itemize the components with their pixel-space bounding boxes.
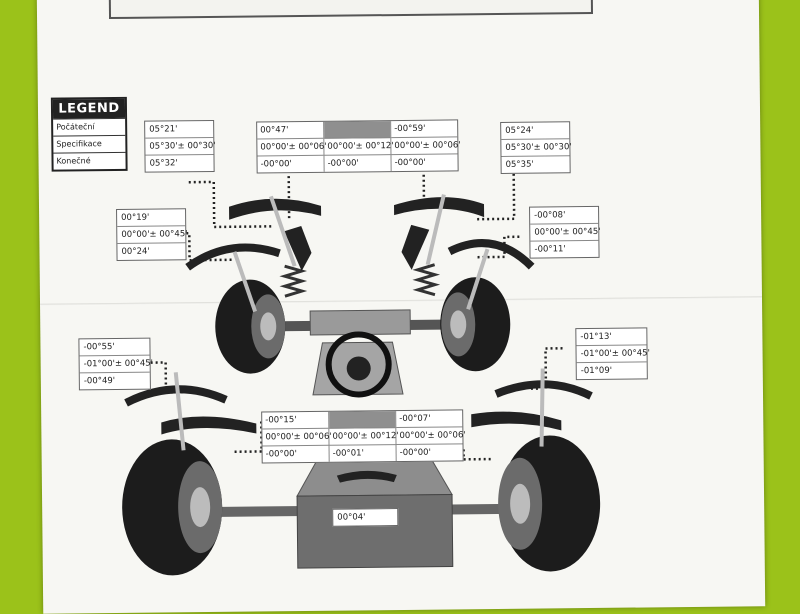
final-value: -00°00' [399, 447, 431, 459]
final-value: -00°11' [534, 244, 566, 255]
initial-value [324, 121, 391, 139]
printout-sheet: LEGEND Počáteční Specifikace Konečné 05°… [36, 0, 766, 614]
front-right-caster-box: 05°24' 05°30'± 00°30' 05°35' [500, 121, 572, 174]
spec-value: 00°00'± 00°45' [117, 226, 188, 244]
legend-title: LEGEND [52, 98, 126, 119]
final-value: -00°00' [327, 158, 359, 169]
spec-value: 00°00'± 00°12' [329, 428, 399, 446]
front-left-caster-box: 05°21' 05°30'± 00°30' 05°32' [144, 119, 216, 173]
spec-value: 00°00'± 00°12' [324, 138, 394, 156]
spec-value: -01°00'± 00°45' [576, 345, 650, 364]
legend-row-spec: Specifikace [53, 134, 126, 153]
initial-value: 00°47' [257, 121, 324, 140]
initial-value [329, 411, 396, 429]
final-value: 05°32' [149, 158, 178, 169]
front-toe-total-col: 00°00'± 00°12' -00°00' [324, 121, 394, 172]
front-toe-left-col: 00°47' 00°00'± 00°06' -00°00' [257, 121, 327, 173]
final-value: -00°00' [260, 159, 292, 170]
spec-value: 00°00'± 00°06' [257, 138, 327, 157]
final-value: -00°00' [394, 157, 426, 169]
legend: LEGEND Počáteční Specifikace Konečné [50, 96, 128, 172]
rear-toe-right-col: -00°07' 00°00'± 00°06' -00°00' [396, 410, 466, 461]
final-value: 05°35' [505, 159, 534, 170]
rear-toe-left-col: -00°15' 00°00'± 00°06' -00°00' [262, 411, 332, 463]
rear-toe-total-col: 00°00'± 00°12' -00°01' [329, 411, 399, 462]
final-value: -01°09' [580, 365, 613, 377]
final-value: -00°00' [265, 449, 297, 460]
rear-right-camber-box: -01°13' -01°00'± 00°45' -01°09' [575, 327, 650, 381]
spec-value: 05°30'± 00°30' [501, 139, 572, 157]
initial-value: -00°55' [79, 338, 150, 357]
front-left-camber-box: 00°19' 00°00'± 00°45' 00°24' [116, 208, 188, 261]
front-toe-right-col: -00°59' 00°00'± 00°06' -00°00' [391, 120, 461, 171]
thrust-angle-value: 00°04' [337, 512, 366, 523]
final-value: -00°01' [332, 448, 364, 459]
spec-value: 05°30'± 00°30' [145, 137, 216, 156]
front-right-camber-box: -00°08' 00°00'± 00°45' -00°11' [529, 205, 601, 259]
rear-toe-box: -00°15' 00°00'± 00°06' -00°00' 00°00'± 0… [261, 409, 466, 464]
initial-value: -00°07' [396, 410, 463, 429]
spec-value: 00°00'± 00°06' [262, 428, 332, 447]
spec-value: 00°00'± 00°06' [396, 427, 466, 446]
initial-value: -00°15' [262, 411, 329, 430]
initial-value: -00°59' [391, 120, 458, 139]
front-toe-box: 00°47' 00°00'± 00°06' -00°00' 00°00'± 00… [256, 119, 461, 174]
thrust-angle-box: 00°04' [332, 508, 399, 527]
spec-value: -01°00'± 00°45' [79, 355, 153, 374]
vehicle-diagram [122, 167, 601, 576]
initial-value: 05°21' [145, 120, 214, 139]
initial-value: 00°19' [117, 209, 186, 227]
rear-left-camber-box: -00°55' -01°00'± 00°45' -00°49' [78, 337, 153, 391]
legend-row-initial: Počáteční [53, 117, 126, 136]
final-value: 00°24' [121, 246, 150, 257]
initial-value: -00°08' [530, 206, 599, 225]
final-value: -00°49' [83, 375, 116, 387]
initial-value: -01°13' [576, 328, 647, 347]
spec-value: 00°00'± 00°06' [391, 137, 461, 156]
spec-value: 00°00'± 00°45' [530, 223, 601, 242]
legend-row-final: Konečné [53, 151, 126, 170]
initial-value: 05°24' [501, 122, 570, 140]
